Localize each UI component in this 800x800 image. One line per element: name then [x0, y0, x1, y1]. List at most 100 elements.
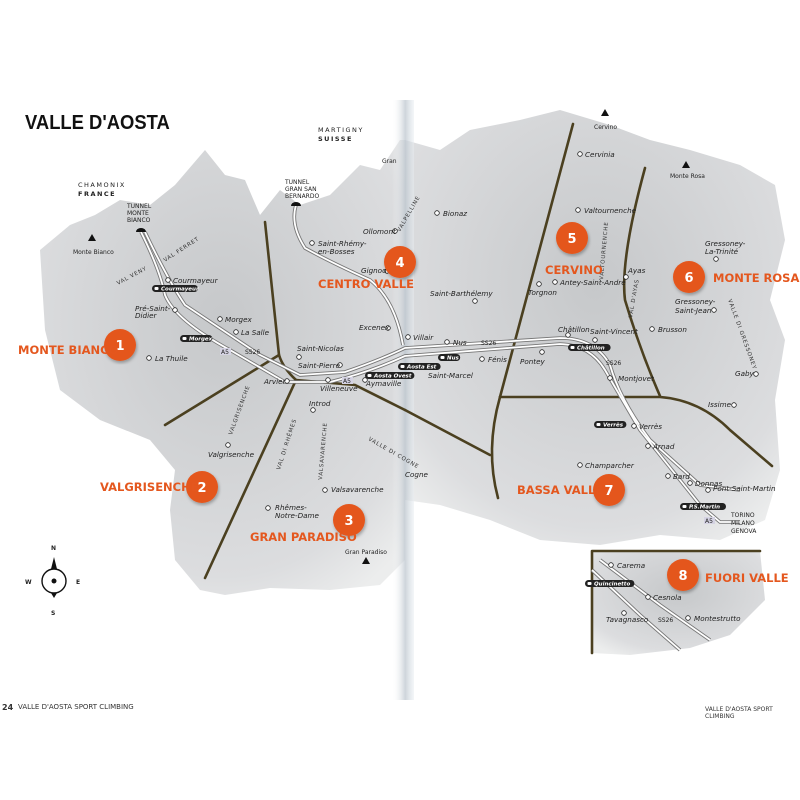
town-icon [225, 442, 231, 448]
town-label: Arvier [263, 377, 287, 386]
town-icon [325, 377, 331, 383]
road-exit-badge: Morgex [180, 335, 213, 343]
town-label: Morgex [225, 315, 253, 324]
town-icon [649, 326, 655, 332]
road-label: A5 [705, 518, 713, 525]
peak-label: Monte Bianco [73, 249, 114, 256]
left-footer: VALLE D'AOSTA SPORT CLIMBING [18, 703, 134, 711]
peak-icon [601, 109, 609, 116]
car-exit-icon [154, 287, 159, 290]
region-badge [673, 261, 705, 293]
border-label: SUISSE [318, 135, 353, 143]
tunnel-icon [136, 228, 146, 232]
town-icon [607, 375, 613, 381]
border-label: MARTIGNY [318, 126, 364, 134]
region-number: 1 [115, 339, 124, 354]
town-label: Ayas [627, 266, 646, 275]
town-icon [731, 402, 737, 408]
town-icon [434, 210, 440, 216]
town-icon [565, 332, 571, 338]
car-exit-icon [400, 365, 405, 368]
road-label: SS26 [245, 349, 260, 356]
destination-label: MILANO [731, 520, 755, 527]
region-name: GRAN PARADISO [250, 530, 357, 544]
road-label: SS26 [606, 360, 621, 367]
region-number: 2 [197, 481, 206, 496]
road-exit-label: Morgex [189, 337, 213, 343]
town-icon [552, 279, 558, 285]
town-icon [687, 480, 693, 486]
town-label: Gaby [735, 369, 755, 378]
destination-label: GENOVA [731, 528, 757, 535]
car-exit-icon [596, 423, 601, 426]
town-label: Montestrutto [694, 614, 741, 623]
car-exit-icon [570, 346, 575, 349]
tunnel-label: MONTE [127, 210, 149, 217]
road-label: A5 [343, 378, 351, 385]
town-icon [705, 487, 711, 493]
town-label: en-Bosses [318, 247, 355, 256]
tunnel-label: GRAN SAN [285, 186, 317, 193]
town-icon [392, 228, 398, 234]
car-exit-icon [367, 374, 372, 377]
road-exit-badge: Verrès [594, 421, 627, 429]
town-icon [233, 329, 239, 335]
town-label: Courmayeur [173, 276, 219, 285]
tunnel-label: TUNNEL [126, 203, 152, 210]
town-icon [623, 274, 629, 280]
road-exit-label: Verrès [603, 422, 624, 429]
town-label: Aymaville [365, 379, 402, 388]
town-icon [284, 378, 290, 384]
region-badge [333, 504, 365, 536]
town-label: Pré-Saint- [135, 304, 171, 313]
town-icon [665, 473, 671, 479]
town-icon [645, 594, 651, 600]
road-label: SS26 [658, 617, 673, 624]
town-label: Valtournenche [584, 206, 637, 215]
town-label: Carema [617, 561, 645, 570]
road-exit-badge: Quincinetto [585, 580, 635, 588]
valley-label: VALTOURNENCHE [599, 221, 610, 280]
road-exit-badge: P.S.Martin [680, 503, 726, 511]
destination-label: TORINO [730, 512, 755, 519]
town-label: Saint-Nicolas [297, 344, 344, 353]
region-name: FUORI VALLE [705, 571, 789, 585]
border-label: FRANCE [78, 190, 116, 198]
town-label: Saint-Jean [675, 306, 712, 315]
town-icon [472, 298, 478, 304]
town-icon [753, 371, 759, 377]
town-label: Gressoney- [675, 297, 716, 306]
compass-e: E [76, 579, 80, 586]
region-name: MONTE BIANCO [18, 343, 119, 357]
town-label: Donnas [695, 479, 722, 488]
town-label: Fénis [488, 355, 507, 364]
town-icon [265, 505, 271, 511]
region-name: CENTRO VALLE [318, 277, 414, 291]
town-label: Châtillon [558, 325, 590, 334]
compass-s: S [51, 610, 55, 617]
region-number: 7 [604, 484, 613, 499]
border-label: Gran [382, 158, 397, 165]
town-label: Gignod [361, 266, 387, 275]
tunnel-label: TUNNEL [284, 179, 310, 186]
town-label: Saint-Barthélemy [430, 289, 493, 298]
town-icon [310, 407, 316, 413]
town-icon [165, 277, 171, 283]
town-label: Tavagnasco [606, 615, 649, 624]
road-label: A5 [221, 349, 229, 356]
car-exit-icon [682, 505, 687, 508]
town-label: Brusson [658, 325, 687, 334]
road-exit-badge: Aosta Ovest [365, 372, 415, 380]
region-name: MONTE ROSA [713, 271, 799, 285]
town-icon [608, 562, 614, 568]
town-icon [631, 423, 637, 429]
peak-icon [682, 161, 690, 168]
road-exit-badge: Courmayeur [152, 285, 199, 293]
town-label: Villair [413, 333, 434, 342]
peak-icon [88, 234, 96, 241]
town-icon [362, 377, 368, 383]
town-label: Montjovet [618, 374, 655, 383]
compass-icon [41, 557, 67, 598]
town-icon [444, 339, 450, 345]
town-label: Antey-Saint-André [559, 278, 626, 287]
